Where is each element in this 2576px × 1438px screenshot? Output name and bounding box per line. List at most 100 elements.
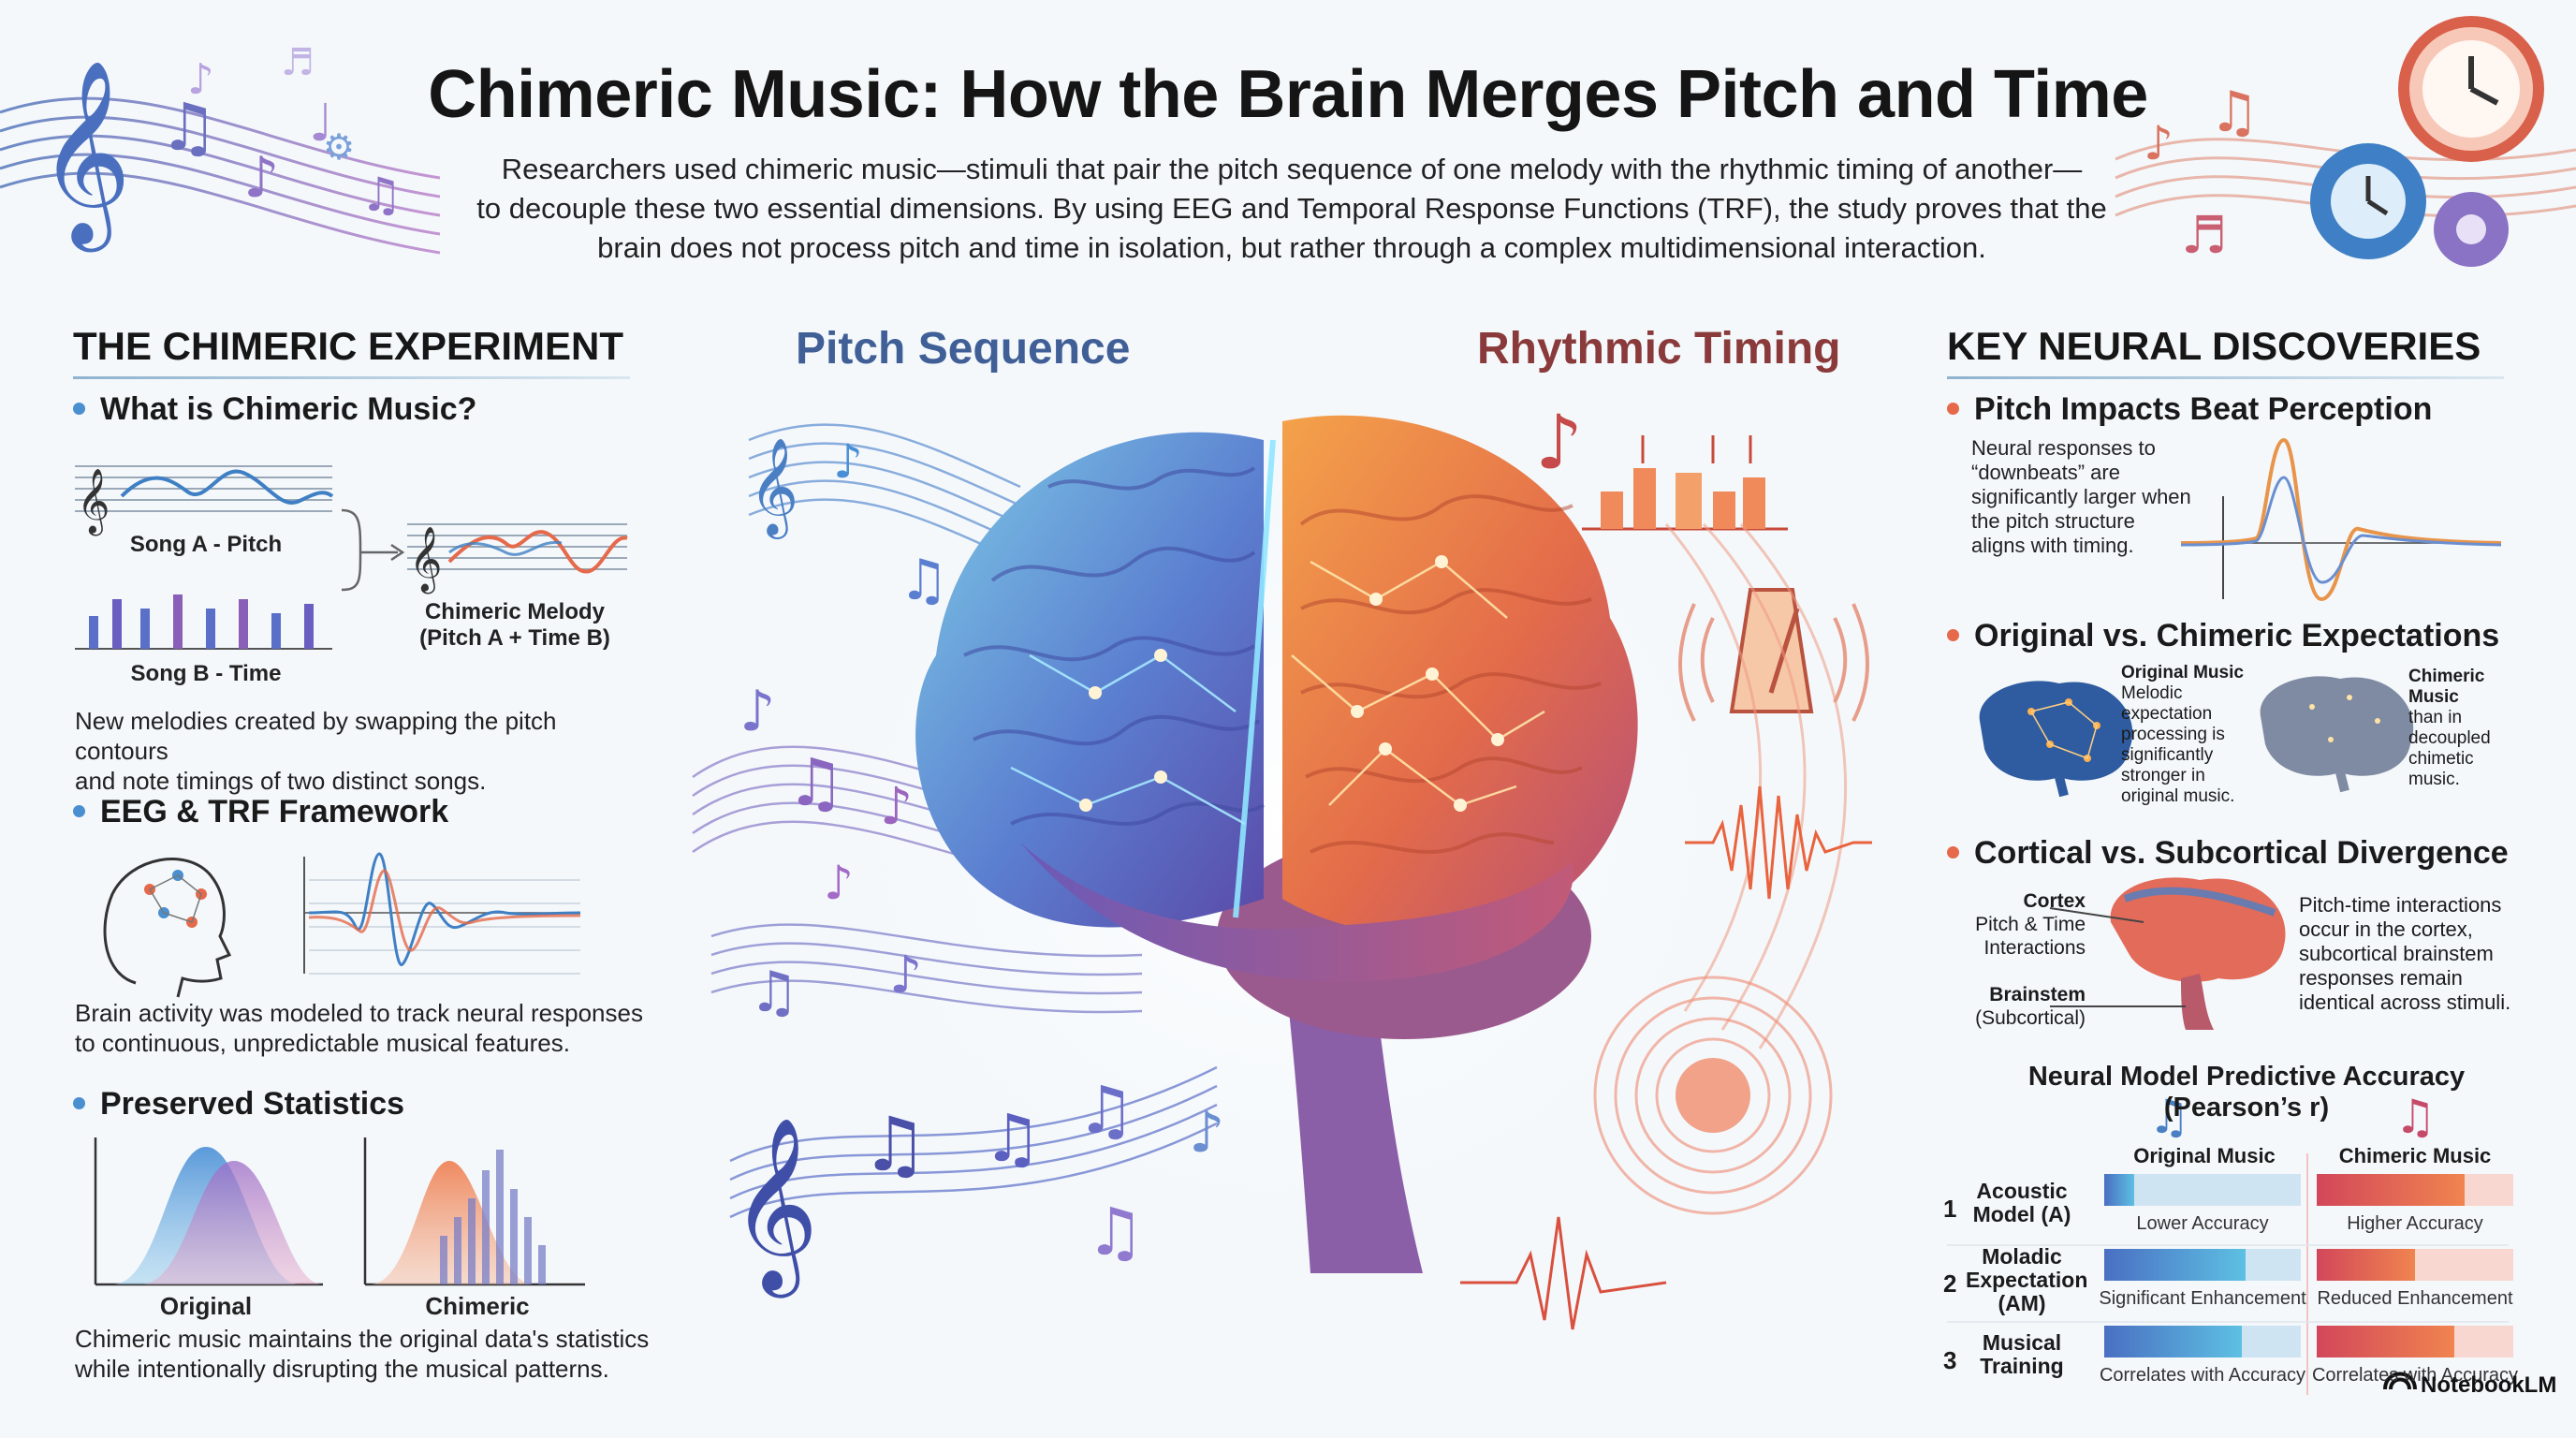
chimeric-music-note-icon: ♫ [2394, 1090, 2437, 1144]
cortex-brainstem-icon [2049, 877, 2286, 1030]
music-notes-icon: ♫ ♪ ♩ ♪ ♫ ♬ [159, 41, 402, 222]
cortical-divergence-heading: Cortical vs. Subcortical Divergence [1947, 835, 2509, 872]
chim-accuracy-bar [2317, 1249, 2415, 1281]
music-notes-icon: ♪ ♫ ♬ [2144, 80, 2260, 265]
music-note-icon: ♪ [1535, 399, 1583, 486]
orig-accuracy-bar [2104, 1326, 2242, 1357]
orig-accuracy-label: Lower Accuracy [2136, 1213, 2269, 1234]
small-gear-icon: ⚙ [323, 126, 355, 168]
svg-text:♪: ♪ [2144, 116, 2174, 170]
cortical-description: Pitch-time interactions occur in the cor… [2299, 893, 2511, 1014]
chim-accuracy-label: Correlates with Accuracy [2311, 1365, 2519, 1386]
bullet-dot [73, 402, 85, 415]
chimeric-description: New melodies created by swapping the pit… [75, 707, 557, 795]
chimeric-expectation-text: Chimeric Music than in decoupled chimeti… [2408, 667, 2491, 789]
chimeric-brain-icon [2260, 676, 2414, 793]
intro-line: Researchers used chimeric music—stimuli … [501, 153, 2083, 185]
svg-text:♪: ♪ [889, 945, 922, 1005]
pulse-rings-icon [1593, 976, 1833, 1215]
chim-accuracy-bar [2317, 1326, 2454, 1357]
gear-clock-icon [2310, 143, 2426, 259]
svg-text:♩: ♩ [309, 93, 333, 153]
eeg-trf-heading: EEG & TRF Framework [73, 794, 448, 830]
orig-accuracy-label: Correlates with Accuracy [2099, 1365, 2306, 1386]
section-divider [73, 376, 630, 379]
svg-text:♪: ♪ [824, 856, 854, 910]
merge-bracket [341, 508, 362, 592]
song-b-time-bars [75, 594, 332, 650]
page-title: Chimeric Music: How the Brain Merges Pit… [428, 57, 2148, 132]
trf-response-plot [303, 852, 581, 975]
orig-accuracy-track [2104, 1174, 2301, 1206]
original-distribution-label: Original [159, 1292, 253, 1320]
right-section-heading: KEY NEURAL DISCOVERIES [1947, 324, 2481, 368]
svg-text:♪: ♪ [880, 776, 913, 836]
song-a-label: Song A - Pitch [129, 532, 283, 557]
svg-text:♪: ♪ [1189, 1100, 1224, 1166]
svg-text:♫: ♫ [861, 1101, 929, 1188]
chimeric-music-column-header: Chimeric Music [2338, 1144, 2492, 1167]
svg-text:♫: ♫ [2209, 80, 2260, 145]
treble-clef-icon: 𝄞 [37, 59, 131, 252]
orig-accuracy-bar [2104, 1249, 2246, 1281]
chim-accuracy-label: Higher Accuracy [2347, 1213, 2483, 1234]
svg-text:♫: ♫ [1076, 1072, 1135, 1149]
top-left-music-decoration [0, 96, 441, 255]
intro-line: to decouple these two essential dimensio… [476, 192, 2107, 225]
pitch-sequence-label: Pitch Sequence [796, 324, 1131, 374]
svg-text:♪: ♪ [243, 145, 279, 211]
orig-accuracy-bar [2104, 1174, 2134, 1206]
svg-text:♫: ♫ [749, 960, 799, 1025]
clock-icon [2398, 16, 2544, 162]
chimeric-distribution-label: Chimeric [425, 1292, 530, 1320]
svg-text:♫: ♫ [1086, 1194, 1145, 1270]
what-is-chimeric-heading: What is Chimeric Music? [73, 391, 476, 428]
svg-text:♫: ♫ [786, 744, 845, 821]
svg-text:♪: ♪ [187, 54, 214, 104]
table-row-number: 2 [1943, 1269, 1957, 1298]
svg-text:♫: ♫ [899, 548, 949, 613]
svg-text:𝄞: 𝄞 [749, 437, 798, 539]
chim-accuracy-bar [2317, 1174, 2465, 1206]
waveform-icon [1685, 785, 1872, 900]
bullet-dot [73, 1096, 85, 1109]
svg-text:𝄞: 𝄞 [730, 1115, 819, 1299]
preserved-statistics-heading: Preserved Statistics [73, 1086, 404, 1123]
song-a-pitch-staff: 𝄞 [75, 465, 334, 536]
accuracy-bars [2104, 1174, 2513, 1357]
statistics-description: Chimeric music maintains the original da… [75, 1325, 650, 1383]
gear-icon [2434, 192, 2509, 267]
intro-paragraph: Researchers used chimeric music—stimuli … [468, 150, 2115, 268]
rhythmic-timing-label: Rhythmic Timing [1477, 324, 1841, 374]
original-music-note-icon: ♫ [2148, 1090, 2190, 1144]
bullet-dot [1947, 402, 1959, 415]
orig-accuracy-label: Significant Enhancement [2099, 1288, 2306, 1309]
rhythm-bars-icon [1582, 435, 1788, 531]
chimeric-melody-staff: 𝄞 [407, 523, 628, 594]
brain-illustration [915, 415, 1638, 1273]
beat-perception-heading: Pitch Impacts Beat Perception [1947, 391, 2432, 428]
song-b-label: Song B - Time [130, 661, 282, 686]
svg-text:𝄞: 𝄞 [77, 468, 110, 536]
table-row-number: 3 [1943, 1346, 1957, 1374]
beat-perception-text: Neural responses to “downbeats” are sign… [1971, 436, 2191, 557]
left-section-heading: THE CHIMERIC EXPERIMENT [73, 324, 624, 368]
svg-text:♫: ♫ [159, 89, 218, 166]
brainstem-label: Brainstem (Subcortical) [1975, 984, 2086, 1029]
notebooklm-logo-icon [2383, 1372, 2417, 1390]
music-notes-icon: 𝄞 ♪ ♫ ♪ ♪ ♫ ♪ ♪ ♫ ♪ 𝄞 ♫ ♫ ♫ ♪ ♫ [730, 434, 1224, 1299]
downbeat-response-plot [2180, 437, 2502, 602]
cortex-label: Cortex Pitch & Time Interactions [1975, 890, 2086, 959]
accuracy-table-title: Neural Model Predictive Accuracy (Pearso… [2027, 1062, 2466, 1123]
intro-line: brain does not process pitch and time in… [597, 231, 1986, 264]
svg-text:♫: ♫ [983, 1100, 1042, 1177]
brand-label: NotebookLM [2421, 1372, 2557, 1398]
chimeric-melody-label: Chimeric Melody (Pitch A + Time B) [419, 599, 610, 651]
eeg-head-icon [103, 858, 232, 998]
table-row-number: 1 [1943, 1195, 1957, 1223]
expectations-heading: Original vs. Chimeric Expectations [1947, 618, 2499, 654]
